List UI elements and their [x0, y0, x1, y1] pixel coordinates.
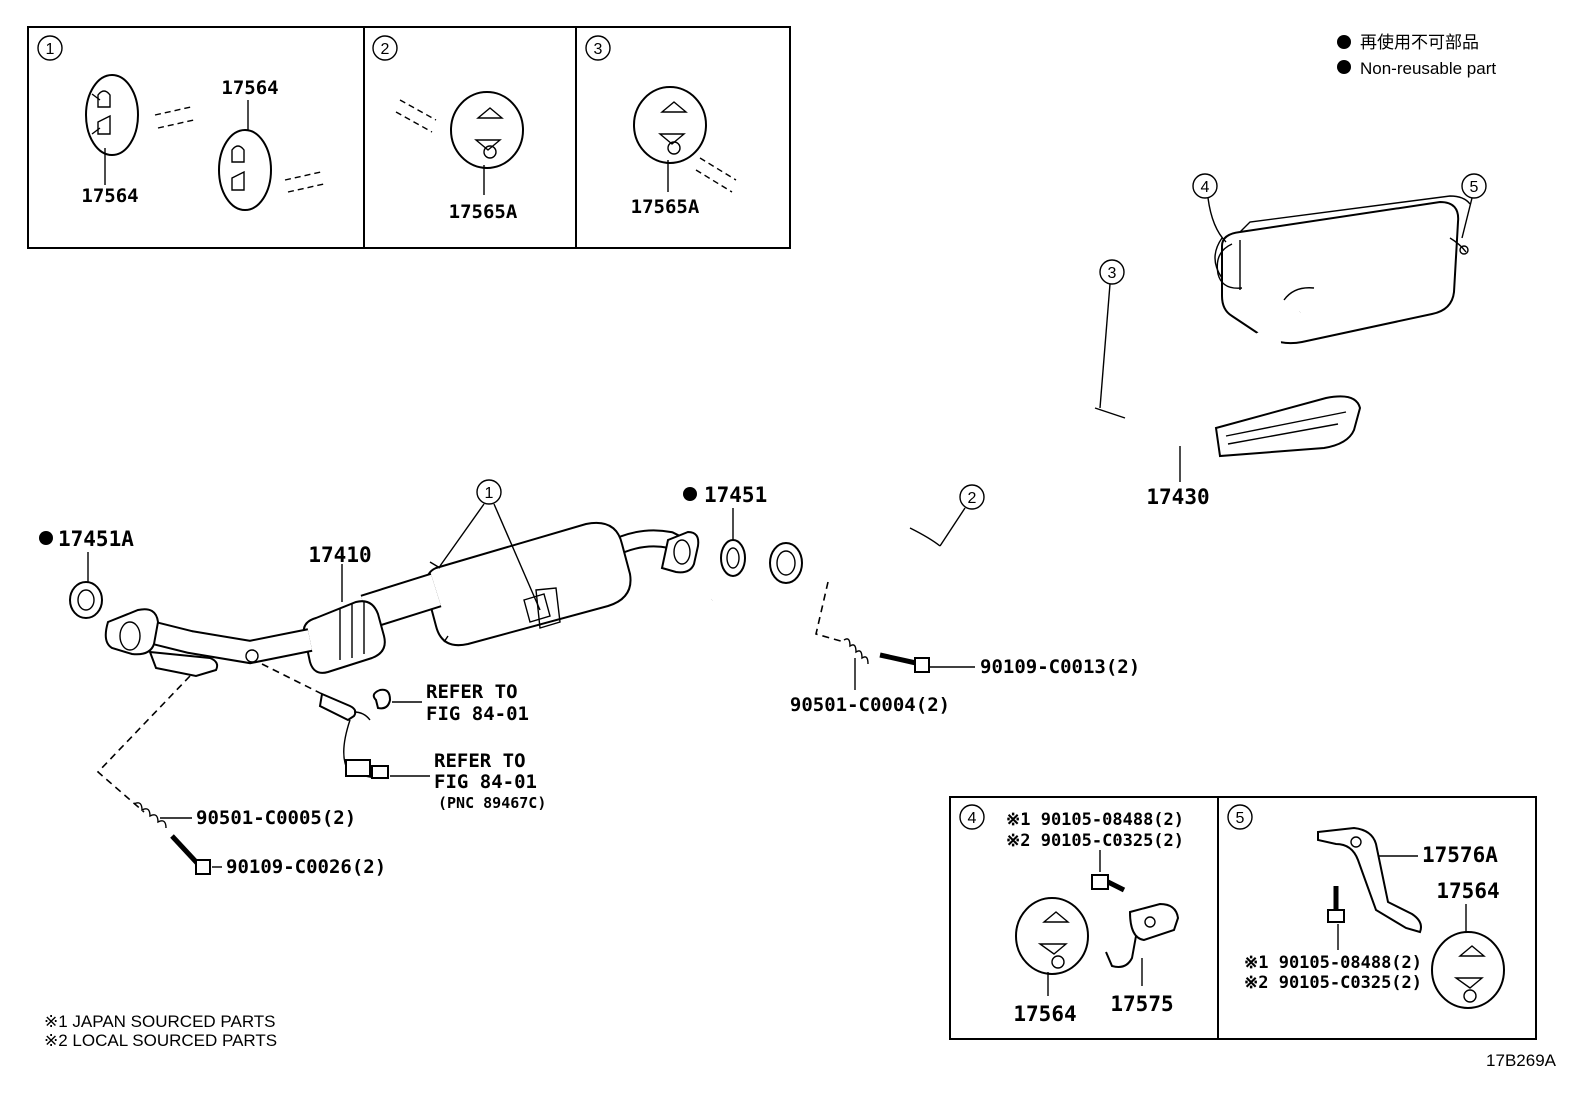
front-gasket-label: 17451A: [58, 527, 134, 551]
center-gasket: 17451: [683, 483, 767, 577]
inset-2: 2 17565A: [372, 35, 524, 223]
gasket-ring-icon: [69, 581, 103, 619]
front-bolt-label: 90109-C0026(2): [226, 856, 386, 878]
inset-3-label: 17565A: [631, 196, 700, 218]
inset-4-right-label: 17575: [1110, 992, 1173, 1016]
legend-en: Non-reusable part: [1360, 59, 1496, 78]
inset-3-number: 3: [594, 41, 603, 58]
spring-icon: [843, 638, 869, 665]
flange-icon: [660, 530, 700, 574]
callout-1: 1: [439, 479, 541, 611]
svg-text:4: 4: [1201, 179, 1210, 196]
inset-4-left-label: 17564: [1013, 1002, 1076, 1026]
inset-frame-bottom: [949, 796, 1537, 1040]
front-pipe-assembly: 17410: [104, 522, 700, 678]
rubber-hanger-icon: [85, 74, 139, 156]
svg-text:2: 2: [968, 490, 977, 507]
inset-1-bottom-label: 17564: [81, 185, 138, 207]
gasket-ring-icon: [720, 539, 746, 577]
front-spring-label: 90501-C0005(2): [196, 807, 356, 829]
bolt-icon: [1091, 874, 1126, 893]
inset-1: 1 17564 17564: [37, 35, 325, 211]
inset-4-number: 4: [968, 810, 977, 827]
spring-icon: [133, 802, 167, 829]
sensor-icon: [318, 692, 371, 722]
front-flange-fasteners: 90501-C0005(2) 90109-C0026(2): [96, 675, 386, 878]
front-gasket: 17451A: [39, 527, 134, 619]
tail-pipe-label: 17430: [1146, 485, 1209, 509]
callout-5: 5: [1459, 173, 1487, 255]
connector-icon: [345, 759, 389, 779]
svg-text:1: 1: [485, 485, 494, 502]
footnote-1: ※1 JAPAN SOURCED PARTS: [44, 1012, 276, 1031]
flange-icon: [769, 542, 803, 584]
refer2-line-c: (PNC 89467C): [438, 794, 546, 812]
bolt-icon: [1327, 886, 1345, 923]
non-reusable-bullet-icon: [1337, 35, 1351, 49]
inset-4: 4 ※1 90105-08488(2) ※2 90105-C0325(2) 17…: [959, 804, 1184, 1026]
non-reusable-bullet-icon: [39, 531, 53, 545]
inset-5-hanger-label: 17564: [1436, 879, 1499, 903]
inset-5: 5 17576A ※1 90105-08488(2) ※2 90105-C032…: [1227, 804, 1505, 1009]
svg-text:5: 5: [1470, 179, 1479, 196]
inset-5-note1: ※1 90105-08488(2): [1244, 953, 1422, 973]
inset-3: 3 17565A: [585, 35, 737, 218]
inset-boxes-top: [27, 26, 791, 249]
bolt-icon: [879, 652, 930, 673]
refer2-line-a: REFER TO: [434, 750, 526, 772]
inset-frame-top: [27, 26, 791, 249]
rubber-hanger-icon: [1015, 897, 1089, 975]
inset-2-number: 2: [381, 41, 390, 58]
rear-flange-fasteners: 90501-C0004(2) 90109-C0013(2): [790, 581, 1140, 716]
refer1-line-b: FIG 84-01: [426, 703, 529, 725]
non-reusable-bullet-icon: [683, 487, 697, 501]
refer2-line-b: FIG 84-01: [434, 771, 537, 793]
bolt-icon: [170, 834, 211, 875]
svg-text:3: 3: [1108, 265, 1117, 282]
muffler-shape: [1221, 200, 1460, 345]
rubber-hanger-icon: [450, 91, 524, 169]
rubber-hanger-icon: [1431, 931, 1505, 1009]
front-pipe-label: 17410: [308, 543, 371, 567]
callout-2: 2: [939, 484, 985, 547]
rear-spring-label: 90501-C0004(2): [790, 694, 950, 716]
rubber-hanger-icon: [633, 86, 707, 164]
refer1-line-a: REFER TO: [426, 681, 518, 703]
non-reusable-bullet-icon: [1337, 60, 1351, 74]
figure-id: 17B269A: [1486, 1051, 1557, 1070]
inset-5-number: 5: [1236, 810, 1245, 827]
footnote-2: ※2 LOCAL SOURCED PARTS: [44, 1031, 277, 1050]
hanger-bracket-icon: [1105, 902, 1180, 968]
hanger-bracket-icon: [1317, 826, 1422, 934]
inset-2-label: 17565A: [449, 201, 518, 223]
rubber-hanger-icon: [218, 129, 272, 211]
callout-3: 3: [1099, 259, 1125, 409]
inset-5-bracket-label: 17576A: [1422, 843, 1498, 867]
inset-4-note2: ※2 90105-C0325(2): [1006, 831, 1184, 851]
inset-1-number: 1: [46, 41, 55, 58]
inset-1-top-label: 17564: [221, 77, 278, 99]
legend: 再使用不可部品 Non-reusable part: [1337, 32, 1496, 78]
rear-bolt-label: 90109-C0013(2): [980, 656, 1140, 678]
tail-pipe-assembly: 17430: [710, 195, 1471, 605]
callout-4: 4: [1192, 173, 1227, 243]
inset-boxes-bottom: [949, 796, 1537, 1040]
legend-jp: 再使用不可部品: [1360, 32, 1479, 52]
center-gasket-label: 17451: [704, 483, 767, 507]
inset-4-note1: ※1 90105-08488(2): [1006, 810, 1184, 830]
oxygen-sensors: REFER TO FIG 84-01 REFER TO FIG 84-01 (P…: [261, 663, 546, 812]
footnotes: ※1 JAPAN SOURCED PARTS ※2 LOCAL SOURCED …: [44, 1012, 277, 1050]
flange-icon: [104, 608, 160, 656]
inset-5-note2: ※2 90105-C0325(2): [1244, 973, 1422, 993]
